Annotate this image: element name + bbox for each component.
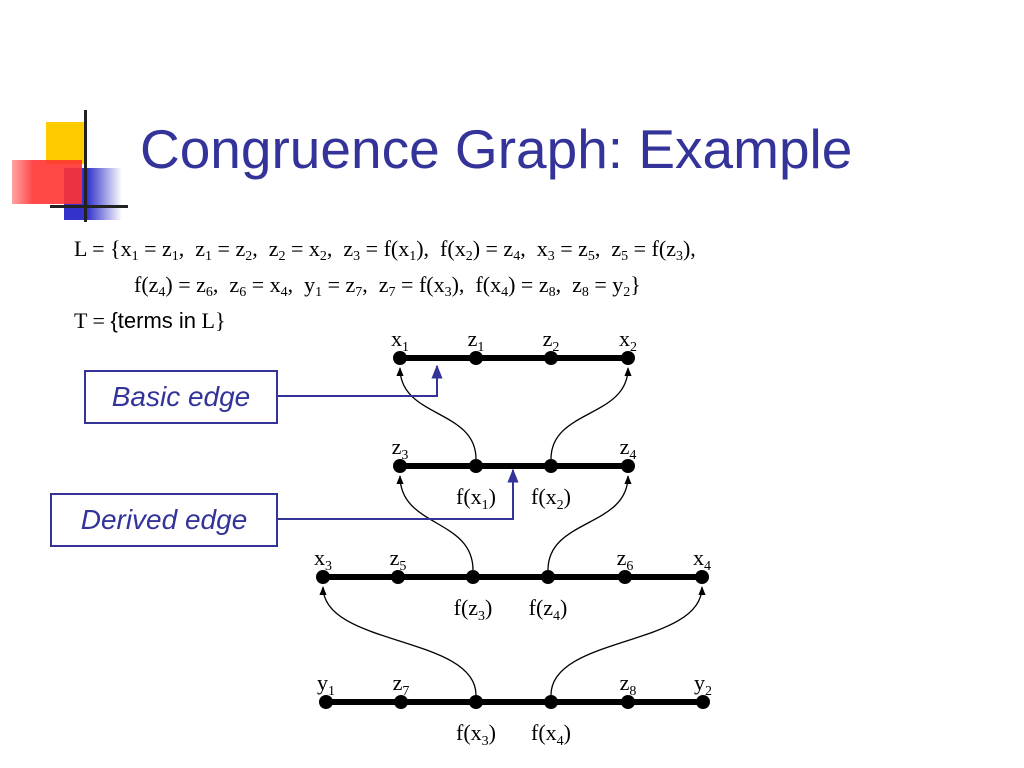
basic-edge-callout: Basic edge: [84, 370, 278, 424]
graph-node-x2: [621, 351, 635, 365]
node-label-z7: z7: [393, 670, 410, 699]
justification-arc-fx4-to-x4: [550, 586, 706, 696]
deco-horizontal-line: [50, 205, 128, 208]
node-label-x1: x1: [391, 326, 409, 355]
node-label-z1: z1: [468, 326, 485, 355]
L-definition-line-2: f(z4) = z6, z6 = x4, y1 = z7, z7 = f(x3)…: [134, 272, 641, 300]
deco-yellow-square: [46, 122, 86, 164]
graph-node-fx3: [469, 695, 483, 709]
graph-node-z3: [393, 459, 407, 473]
node-label-y2: y2: [694, 670, 712, 699]
graph-node-fx4: [544, 695, 558, 709]
graph-node-z2: [544, 351, 558, 365]
justification-arc-fz3-to-z3: [396, 475, 474, 571]
graph-node-y2: [696, 695, 710, 709]
node-labels-layer: x1 z1 z2 x2 z3 f(x1) f(x2) z4 x3 z5 f(z3) f(z4) z6 x4…: [314, 326, 712, 749]
graph-node-x4: [695, 570, 709, 584]
graph-node-fz4: [541, 570, 555, 584]
node-label-z4: z4: [620, 434, 637, 463]
graph-node-y1: [319, 695, 333, 709]
graph-node-z4: [621, 459, 635, 473]
node-label-fz3: f(z3): [454, 595, 493, 624]
graph-node-z5: [391, 570, 405, 584]
graph-node-z1: [469, 351, 483, 365]
edges-layer: [323, 355, 703, 705]
node-label-z5: z5: [390, 545, 407, 574]
graph-node-fx2: [544, 459, 558, 473]
justification-arc-fx1-to-x1: [396, 367, 477, 460]
node-label-fx4: f(x4): [531, 720, 571, 749]
deco-vertical-line: [84, 110, 87, 222]
nodes-layer: [316, 351, 710, 709]
derived-edge-callout: Derived edge: [50, 493, 278, 547]
node-label-z6: z6: [617, 545, 634, 574]
justification-arcs-layer: [319, 367, 706, 696]
node-label-x3: x3: [314, 545, 332, 574]
node-label-fx3: f(x3): [456, 720, 496, 749]
node-label-z2: z2: [543, 326, 560, 355]
node-label-fx2: f(x2): [531, 484, 571, 513]
node-label-z8: z8: [620, 670, 637, 699]
graph-node-z6: [618, 570, 632, 584]
node-label-x4: x4: [693, 545, 711, 574]
deco-red-square: [12, 160, 82, 204]
graph-node-fz3: [466, 570, 480, 584]
derived-edge-pointer: [278, 468, 519, 520]
node-label-x2: x2: [619, 326, 637, 355]
basic-edge-pointer: [278, 364, 443, 397]
graph-node-x3: [316, 570, 330, 584]
justification-arc-fx3-to-x3: [319, 586, 477, 696]
L-definition-line-1: L = {x1 = z1, z1 = z2, z2 = x2, z3 = f(x…: [74, 236, 696, 264]
node-label-y1: y1: [317, 670, 335, 699]
justification-arc-fz4-to-z4: [547, 475, 632, 571]
node-label-z3: z3: [392, 434, 409, 463]
slide-title: Congruence Graph: Example: [140, 118, 853, 180]
graph-node-z7: [394, 695, 408, 709]
graph-node-z8: [621, 695, 635, 709]
node-label-fx1: f(x1): [456, 484, 496, 513]
graph-node-x1: [393, 351, 407, 365]
justification-arc-fx2-to-x2: [550, 367, 632, 460]
graph-node-fx1: [469, 459, 483, 473]
node-label-fz4: f(z4): [529, 595, 568, 624]
T-definition-line: T = {terms in L}: [74, 308, 226, 333]
